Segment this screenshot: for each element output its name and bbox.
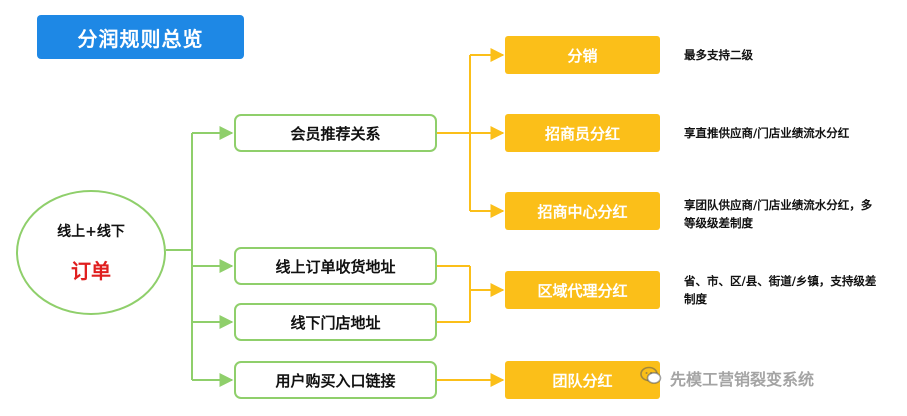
order-node: 线上+线下 订单 — [16, 190, 166, 315]
rule-node-recruiter-bonus: 招商员分红 — [505, 114, 660, 152]
rule-note-region-agent-bonus: 省、市、区/县、街道/乡镇，支持级差制度 — [684, 274, 877, 306]
watermark: 先模工营销裂变系统 — [640, 366, 814, 390]
source-node-online-address: 线上订单收货地址 — [234, 247, 437, 285]
rule-node-region-agent-bonus: 区域代理分红 — [505, 271, 660, 309]
rule-node-team-bonus: 团队分红 — [505, 361, 660, 399]
source-node-offline-store: 线下门店地址 — [234, 303, 437, 341]
rule-note-center-bonus: 享团队供应商/门店业绩流水分红，多等级级差制度 — [684, 198, 873, 230]
wechat-icon — [640, 366, 662, 390]
rule-note-distribution: 最多支持二级 — [684, 48, 753, 62]
source-node-purchase-link: 用户购买入口链接 — [234, 361, 437, 399]
order-label: 订单 — [71, 259, 111, 283]
page-title: 分润规则总览 — [37, 15, 244, 59]
rule-note-recruiter-bonus: 享直推供应商/门店业绩流水分红 — [684, 126, 850, 140]
rule-node-center-bonus: 招商中心分红 — [505, 192, 660, 230]
source-node-member-referral: 会员推荐关系 — [234, 114, 437, 152]
watermark-text: 先模工营销裂变系统 — [670, 370, 815, 389]
order-subtitle: 线上+线下 — [57, 224, 125, 240]
rule-node-distribution: 分销 — [505, 36, 660, 74]
